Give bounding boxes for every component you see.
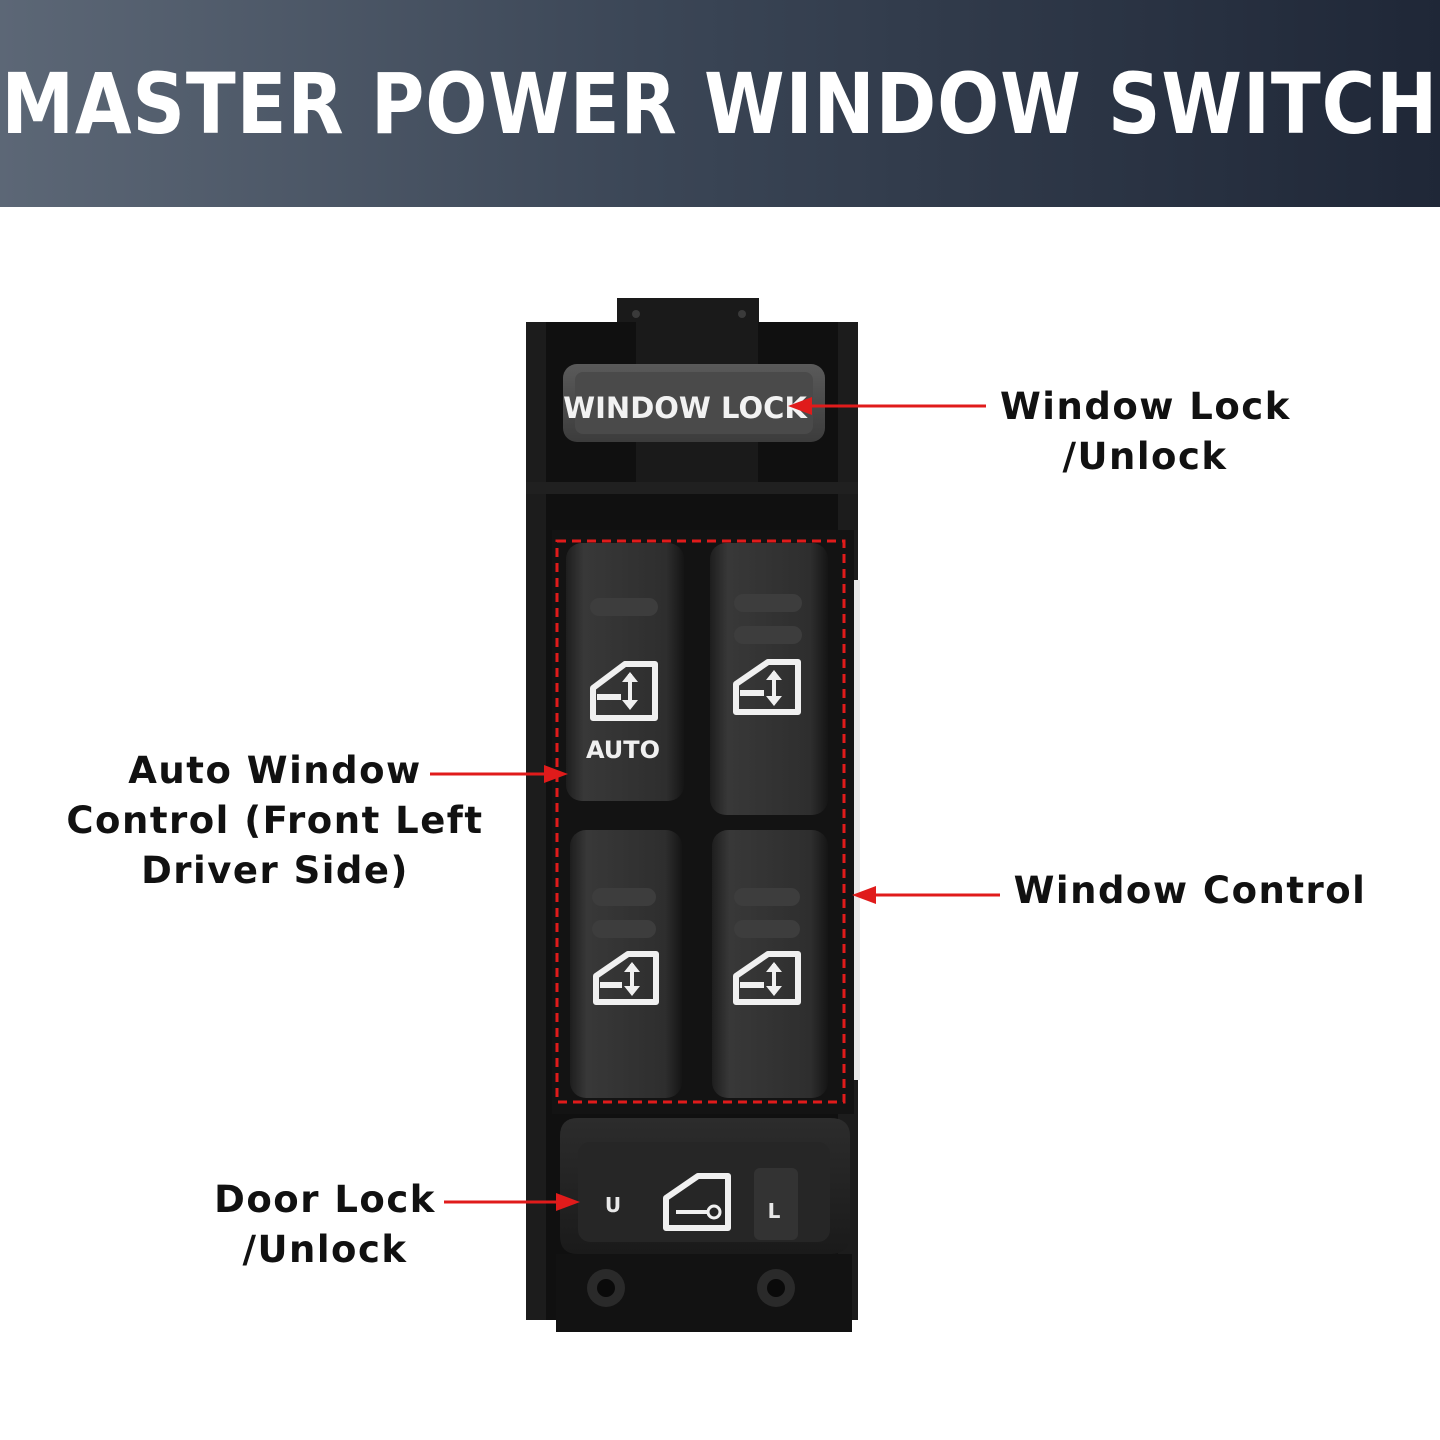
rocker-rear-right[interactable] bbox=[712, 830, 828, 1098]
window-lock-label: WINDOW LOCK bbox=[563, 391, 808, 425]
callout-line: Window Lock bbox=[1000, 385, 1291, 428]
window-up-down-icon bbox=[590, 661, 658, 721]
window-lock-button[interactable]: WINDOW LOCK bbox=[563, 364, 825, 442]
callout-line: Door Lock bbox=[214, 1178, 436, 1221]
window-up-down-icon bbox=[733, 951, 801, 1005]
door-lock-switch[interactable]: U L bbox=[560, 1118, 850, 1254]
title-banner: MASTER POWER WINDOW SWITCH bbox=[0, 0, 1440, 207]
window-up-down-icon bbox=[593, 951, 659, 1005]
callout-line: Auto Window bbox=[128, 749, 422, 792]
unlock-label: U bbox=[605, 1193, 621, 1217]
callout-line: Window Control bbox=[1013, 869, 1367, 912]
callout-line: /Unlock bbox=[242, 1228, 408, 1271]
callout-line: Driver Side) bbox=[141, 849, 409, 892]
window-control-highlight bbox=[555, 539, 846, 1104]
callout-window-lock: Window Lock /Unlock bbox=[1000, 382, 1290, 482]
auto-label: AUTO bbox=[586, 736, 660, 764]
callout-auto-window: Auto Window Control (Front Left Driver S… bbox=[60, 746, 490, 896]
lock-label: L bbox=[768, 1199, 781, 1223]
door-key-icon bbox=[663, 1173, 731, 1231]
rocker-front-left[interactable]: AUTO bbox=[566, 543, 684, 801]
callout-line: /Unlock bbox=[1062, 435, 1228, 478]
rocker-front-right[interactable] bbox=[710, 543, 828, 815]
callout-window-control: Window Control bbox=[1005, 866, 1375, 916]
callout-line: Control (Front Left bbox=[66, 799, 484, 842]
window-up-down-icon bbox=[733, 659, 801, 715]
mounting-base bbox=[556, 1254, 852, 1332]
callout-door-lock: Door Lock /Unlock bbox=[200, 1175, 450, 1275]
rocker-rear-left[interactable] bbox=[570, 830, 682, 1098]
banner-title: MASTER POWER WINDOW SWITCH bbox=[1, 54, 1439, 153]
